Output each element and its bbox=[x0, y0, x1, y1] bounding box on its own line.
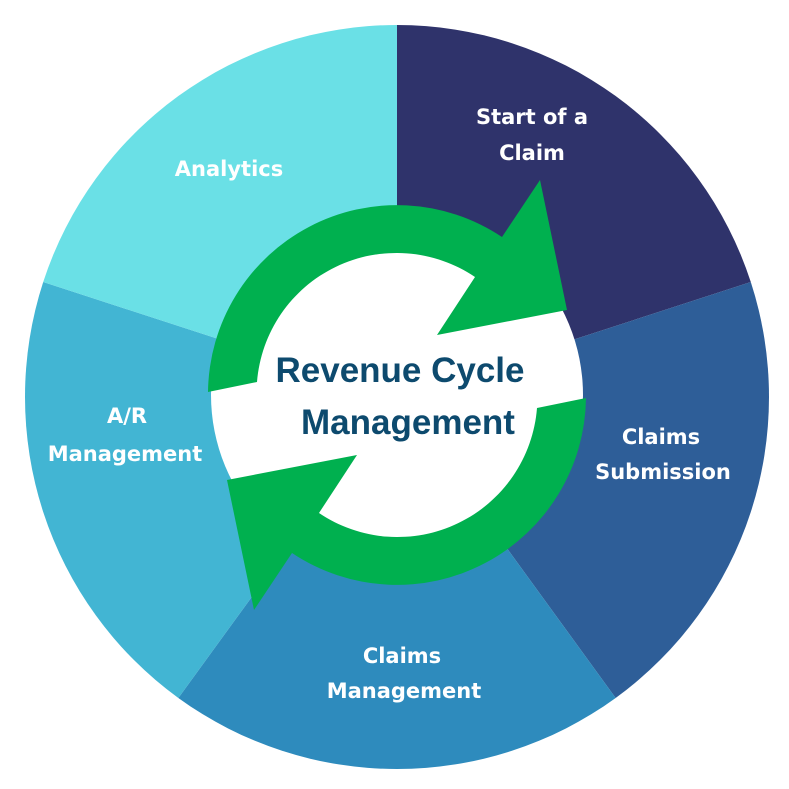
segment-ar-management: A/R Management bbox=[48, 404, 203, 466]
lower-arrow bbox=[227, 398, 586, 610]
segment-label: Submission bbox=[595, 460, 731, 484]
center-title-line-2: Management bbox=[301, 403, 515, 442]
segment-claims-submission: Claims Submission bbox=[595, 425, 731, 484]
segment-label: Claims bbox=[363, 644, 441, 668]
upper-arrow bbox=[208, 180, 567, 392]
segment-claims-management: Claims Management bbox=[327, 644, 482, 703]
segment-start-of-claim: Start of a Claim bbox=[476, 105, 588, 165]
segment-label: Analytics bbox=[175, 157, 283, 181]
segment-label: Management bbox=[48, 442, 203, 466]
segment-label: A/R bbox=[107, 404, 147, 428]
segment-label: Management bbox=[327, 679, 482, 703]
segment-label: Claim bbox=[499, 141, 565, 165]
segment-label: Start of a bbox=[476, 105, 588, 129]
cycle-arrows-icon bbox=[208, 180, 586, 610]
segment-label: Claims bbox=[622, 425, 700, 449]
segment-analytics: Analytics bbox=[175, 157, 283, 181]
center-title-line-1: Revenue Cycle bbox=[275, 351, 524, 390]
